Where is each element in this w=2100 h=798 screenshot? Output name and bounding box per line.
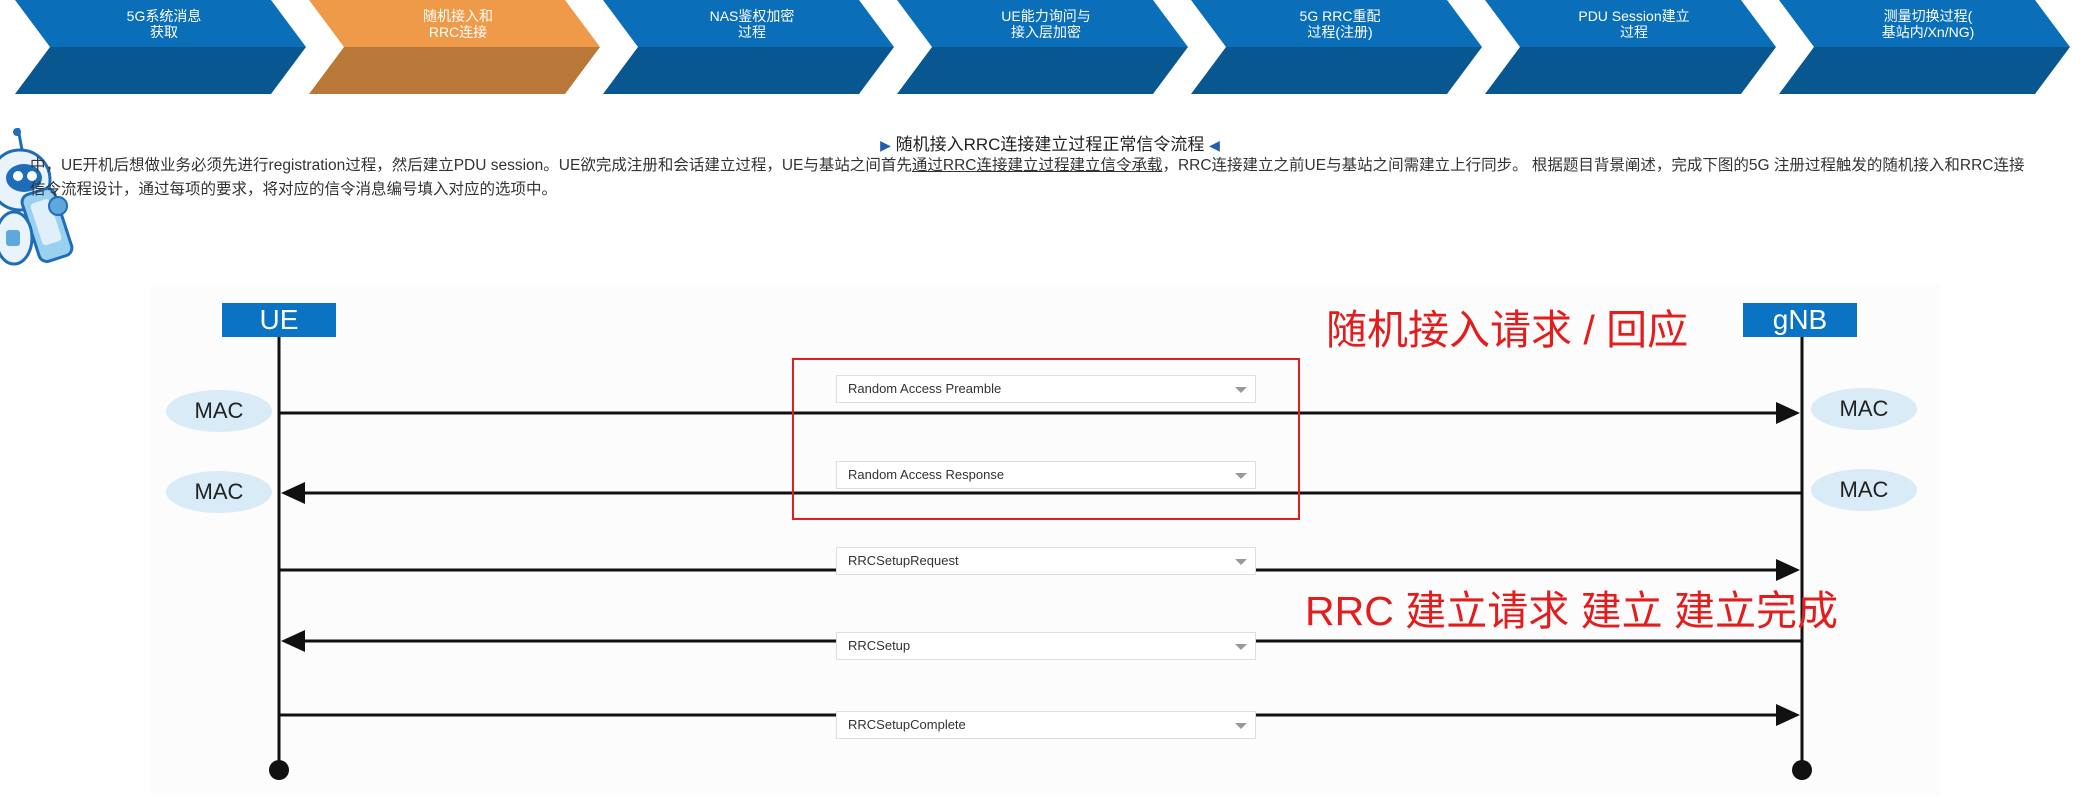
process-step-chevron-top[interactable] xyxy=(897,0,1188,47)
step-system-info[interactable]: 5G系统消息 获取 xyxy=(126,8,202,40)
step-handover[interactable]: 测量切换过程( 基站内/Xn/NG) xyxy=(1881,8,1975,40)
description-text-1: 中，UE开机后想做业务必须先进行registration过程，然后建立PDU s… xyxy=(30,157,912,174)
message-select-4-value: RRCSetup xyxy=(848,638,911,653)
process-step-chevron-top[interactable] xyxy=(15,0,306,47)
right-triangle-icon: ▶ xyxy=(880,137,891,153)
step-rrc-reconfig[interactable]: 5G RRC重配 过程(注册) xyxy=(1299,8,1381,40)
chevron-down-icon[interactable] xyxy=(1235,473,1247,479)
ue-lifeline-end xyxy=(269,760,289,780)
arrowhead-rrc-setup-request xyxy=(1776,559,1800,581)
message-select-5[interactable]: RRCSetupComplete xyxy=(836,711,1256,739)
message-select-2[interactable]: Random Access Response xyxy=(836,461,1256,489)
message-select-4[interactable]: RRCSetup xyxy=(836,632,1256,660)
arrowhead-random-access-preamble xyxy=(1776,402,1800,424)
arrowhead-rrc-setup-complete xyxy=(1776,704,1800,726)
section-title-text: 随机接入RRC连接建立过程正常信令流程 xyxy=(895,135,1205,154)
section-title: ▶ 随机接入RRC连接建立过程正常信令流程 ◀ xyxy=(0,130,2100,155)
message-select-1[interactable]: Random Access Preamble xyxy=(836,375,1256,403)
process-step-chevron-top[interactable] xyxy=(309,0,600,47)
description-text-3: 信令流程设计，通过每项的要求，将对应的信令消息编号填入对应的选项中。 xyxy=(30,181,558,198)
chevron-down-icon[interactable] xyxy=(1235,559,1247,565)
step-ue-capability[interactable]: UE能力询问与 接入层加密 xyxy=(1001,8,1091,40)
process-step-chevron-bottom[interactable] xyxy=(1191,47,1482,94)
left-triangle-icon: ◀ xyxy=(1209,137,1220,153)
ue-mac-layer: MAC xyxy=(166,390,272,432)
process-step-chevron-bottom[interactable] xyxy=(1779,47,2070,94)
robot-mascot-icon xyxy=(0,127,90,288)
diagram-background xyxy=(150,285,1940,795)
chevron-down-icon[interactable] xyxy=(1235,723,1247,729)
process-steps-graphic xyxy=(15,0,2070,94)
description-text-2: ，RRC连接建立之前UE与基站之间需建立上行同步。 根据题目背景阐述，完成下图的… xyxy=(1162,157,2025,174)
gnb-node: gNB xyxy=(1743,303,1857,337)
process-step-chevron-bottom[interactable] xyxy=(603,47,894,94)
step-nas-auth[interactable]: NAS鉴权加密 过程 xyxy=(709,8,795,40)
process-step-chevron-bottom[interactable] xyxy=(1485,47,1776,94)
chevron-down-icon[interactable] xyxy=(1235,644,1247,650)
random-access-highlight-box xyxy=(792,358,1300,520)
gnb-mac-layer: MAC xyxy=(1811,469,1917,511)
ue-node: UE xyxy=(222,303,336,337)
description-underlined: 通过RRC连接建立过程建立信令承载 xyxy=(911,157,1163,174)
message-select-3[interactable]: RRCSetupRequest xyxy=(836,547,1256,575)
process-step-chevron-top[interactable] xyxy=(1485,0,1776,47)
gnb-mac-layer: MAC xyxy=(1811,388,1917,430)
process-step-chevron-top[interactable] xyxy=(603,0,894,47)
arrowhead-rrc-setup xyxy=(281,630,305,652)
step-random-access-rrc[interactable]: 随机接入和 RRC连接 xyxy=(423,8,493,40)
gnb-lifeline-end xyxy=(1792,760,1812,780)
message-select-5-value: RRCSetupComplete xyxy=(848,717,966,732)
message-select-1-value: Random Access Preamble xyxy=(848,381,1002,396)
process-step-chevron-bottom[interactable] xyxy=(309,47,600,94)
process-step-chevron-top[interactable] xyxy=(1779,0,2070,47)
step-pdu-session[interactable]: PDU Session建立 过程 xyxy=(1578,8,1690,40)
message-select-2-value: Random Access Response xyxy=(848,467,1005,482)
chevron-down-icon[interactable] xyxy=(1235,387,1247,393)
process-step-chevron-bottom[interactable] xyxy=(897,47,1188,94)
description: 中，UE开机后想做业务必须先进行registration过程，然后建立PDU s… xyxy=(30,154,2090,202)
process-steps: 5G系统消息 获取 随机接入和 RRC连接 NAS鉴权加密 过程 UE能力询问与… xyxy=(0,0,2100,96)
annotation-rrc-setup: RRC 建立请求 建立 建立完成 xyxy=(1305,588,1838,634)
message-select-3-value: RRCSetupRequest xyxy=(848,553,959,568)
annotation-random-access: 随机接入请求 / 回应 xyxy=(1326,307,1689,353)
process-step-chevron-top[interactable] xyxy=(1191,0,1482,47)
process-step-chevron-bottom[interactable] xyxy=(15,47,306,94)
arrowhead-random-access-response xyxy=(281,482,305,504)
ue-mac-layer: MAC xyxy=(166,471,272,513)
